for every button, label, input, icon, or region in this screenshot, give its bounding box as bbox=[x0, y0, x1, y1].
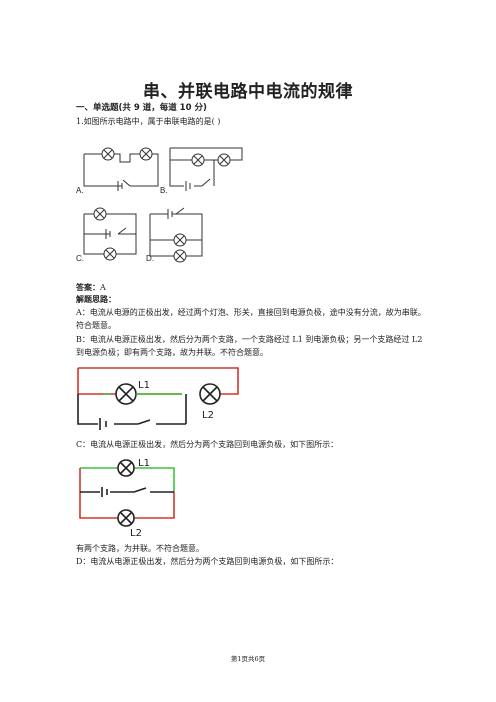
explanation-c: C：电流从电源正极出发，然后分为两个支路回到电源负极，如下图所示： bbox=[76, 440, 339, 449]
explanation-a: A：电流从电源的正极出发，经过两个灯泡、形关，直接回到电源负极，途中没有分流，故… bbox=[76, 308, 426, 330]
figure-b-l1-label: L1 bbox=[138, 380, 150, 391]
circuit-figure-c: L1 L2 bbox=[79, 458, 175, 539]
option-a-label: A. bbox=[76, 186, 84, 195]
question-text: 1.如图所示电路中，属于串联电路的是( ) bbox=[76, 117, 221, 126]
figure-c-l1-label: L1 bbox=[138, 458, 150, 469]
circuit-option-a bbox=[83, 147, 159, 191]
explanation-d: D：电流从电源正极出发，然后分为两个支路回到电源负极，如下图所示： bbox=[76, 557, 339, 566]
circuit-option-c bbox=[83, 207, 137, 261]
page-title: 串、并联电路中电流的规律 bbox=[143, 82, 353, 102]
option-b-label: B. bbox=[160, 186, 168, 195]
explanation-c-conclusion: 有两个支路，为并联。不符合题意。 bbox=[76, 544, 204, 553]
section-heading: 一、单选题(共 9 道，每道 10 分) bbox=[76, 103, 207, 113]
option-d-label: D. bbox=[146, 254, 154, 263]
circuit-option-d bbox=[149, 207, 203, 263]
circuit-option-b bbox=[169, 147, 243, 191]
option-c-label: C. bbox=[76, 254, 84, 263]
thinking-label: 解题思路： bbox=[76, 294, 116, 304]
answer-value: A bbox=[100, 283, 106, 292]
explanation-b: B：电流从电源正极出发，然后分为两个支路，一个支路经过 L1 到电源负极；另一个… bbox=[76, 335, 423, 357]
answer-line: 答案：A bbox=[76, 282, 106, 293]
answer-label: 答案： bbox=[76, 282, 100, 292]
figure-b-l2-label: L2 bbox=[202, 410, 214, 421]
circuit-figure-b: L1 L2 bbox=[77, 367, 239, 430]
page-footer: 第1页共6页 bbox=[230, 655, 266, 663]
figure-c-l2-label: L2 bbox=[130, 528, 142, 539]
